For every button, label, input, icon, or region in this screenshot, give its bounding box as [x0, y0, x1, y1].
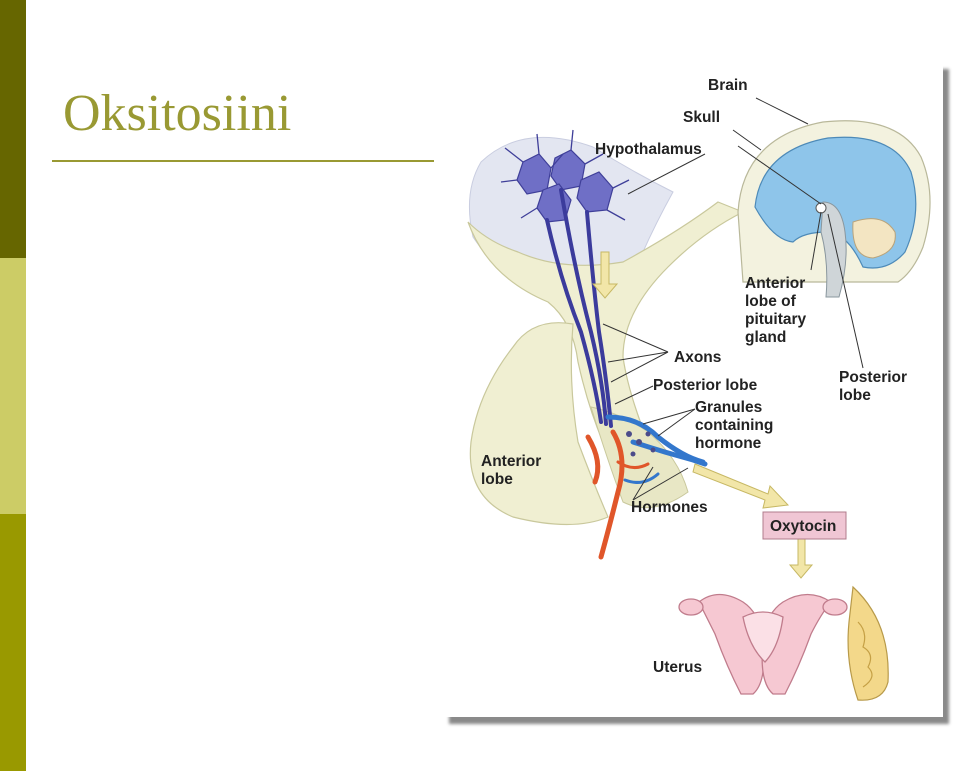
- arrow-to-oxytocin: [692, 463, 790, 509]
- pituitary-diagram-svg: Brain Skull Hypothalamus Anterior lobe o…: [467, 77, 931, 701]
- oxytocin-box: [762, 511, 847, 540]
- breast-tissue: [847, 585, 889, 701]
- side-bar-middle: [0, 258, 26, 514]
- side-bar-bottom: [0, 514, 26, 771]
- breast-glands: [857, 621, 873, 688]
- uterus-drawing: [678, 593, 848, 695]
- pituitary-diagram: Brain Skull Hypothalamus Anterior lobe o…: [443, 62, 943, 717]
- slide-title: Oksitosiini: [63, 85, 292, 142]
- arrow-to-target: [788, 537, 814, 579]
- brainstem-shape: [820, 201, 847, 298]
- side-bar-top: [0, 0, 26, 258]
- cerebellum-shape: [852, 218, 896, 259]
- label-anterior-lobe-pituitary: Anterior lobe of pituitary gland: [745, 275, 810, 346]
- label-hormones: Hormones: [631, 499, 708, 516]
- label-uterus: Uterus: [653, 659, 702, 676]
- pituitary-small: [815, 202, 827, 214]
- label-axons: Axons: [674, 349, 721, 366]
- label-brain: Brain: [708, 77, 748, 94]
- title-underline: [52, 160, 434, 162]
- leader-lines: [602, 97, 864, 501]
- label-skull: Skull: [683, 109, 720, 126]
- label-posterior-lobe-small: Posterior lobe: [839, 369, 911, 404]
- label-oxytocin: Oxytocin: [770, 518, 836, 535]
- anterior-lobe-shape: [469, 322, 609, 526]
- label-granules: Granules containing hormone: [695, 399, 778, 452]
- label-posterior-lobe: Posterior lobe: [653, 377, 758, 394]
- axons-bundle: [545, 188, 613, 428]
- hormone-granules: [626, 431, 656, 457]
- neuron-dendrites: [500, 129, 630, 221]
- down-arrow-upper: [591, 251, 619, 299]
- label-hypothalamus: Hypothalamus: [595, 141, 702, 158]
- label-anterior-lobe: Anterior lobe: [481, 453, 546, 488]
